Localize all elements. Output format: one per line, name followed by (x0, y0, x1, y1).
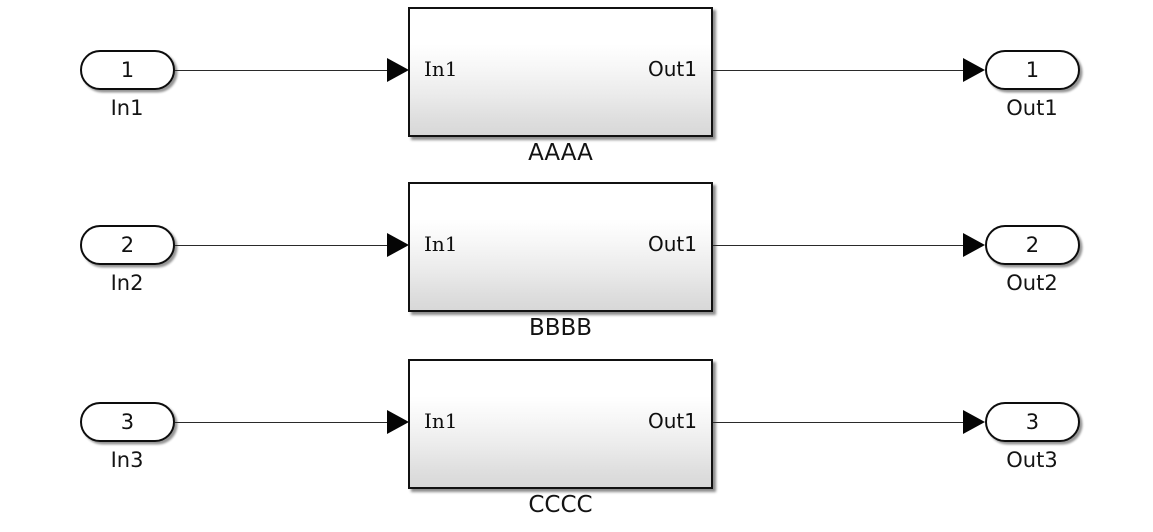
inport-number: 2 (120, 232, 135, 257)
signal-arrow-icon (963, 233, 985, 257)
inport-label: In2 (110, 271, 144, 295)
block-name-label: CCCC (528, 492, 593, 518)
outport-label: Out1 (1006, 96, 1058, 120)
diagram-row: 1 In1 In1 Out1 AAAA 1 Out1 (0, 0, 1153, 175)
outport-number: 3 (1025, 409, 1040, 434)
signal-arrow-icon (963, 410, 985, 434)
subsystem-block[interactable]: In1 Out1 (408, 7, 713, 137)
outport-block[interactable]: 2 (985, 225, 1080, 265)
outport-block[interactable]: 1 (985, 50, 1080, 90)
inport-number: 1 (120, 57, 135, 82)
signal-wire-input[interactable] (175, 70, 388, 71)
subsystem-block[interactable]: In1 Out1 (408, 182, 713, 312)
inport-label: In3 (110, 448, 144, 472)
block-output-port-label: Out1 (648, 232, 697, 256)
outport-label: Out3 (1006, 448, 1058, 472)
signal-arrow-icon (387, 233, 409, 257)
signal-wire-input[interactable] (175, 422, 388, 423)
block-input-port-label: In1 (424, 57, 458, 81)
subsystem-block[interactable]: In1 Out1 (408, 359, 713, 489)
signal-wire-output[interactable] (713, 245, 965, 246)
diagram-row: 3 In3 In1 Out1 CCCC 3 Out3 (0, 352, 1153, 527)
signal-wire-output[interactable] (713, 422, 965, 423)
outport-number: 2 (1025, 232, 1040, 257)
signal-wire-input[interactable] (175, 245, 388, 246)
block-output-port-label: Out1 (648, 57, 697, 81)
block-input-port-label: In1 (424, 232, 458, 256)
signal-arrow-icon (963, 58, 985, 82)
outport-number: 1 (1025, 57, 1040, 82)
outport-block[interactable]: 3 (985, 402, 1080, 442)
inport-number: 3 (120, 409, 135, 434)
inport-label: In1 (110, 96, 144, 120)
signal-arrow-icon (387, 410, 409, 434)
signal-arrow-icon (387, 58, 409, 82)
outport-label: Out2 (1006, 271, 1058, 295)
block-name-label: AAAA (528, 140, 593, 166)
inport-block[interactable]: 2 (80, 225, 175, 265)
inport-block[interactable]: 1 (80, 50, 175, 90)
inport-block[interactable]: 3 (80, 402, 175, 442)
block-input-port-label: In1 (424, 409, 458, 433)
diagram-row: 2 In2 In1 Out1 BBBB 2 Out2 (0, 175, 1153, 350)
signal-wire-output[interactable] (713, 70, 965, 71)
block-name-label: BBBB (528, 315, 593, 341)
block-output-port-label: Out1 (648, 409, 697, 433)
